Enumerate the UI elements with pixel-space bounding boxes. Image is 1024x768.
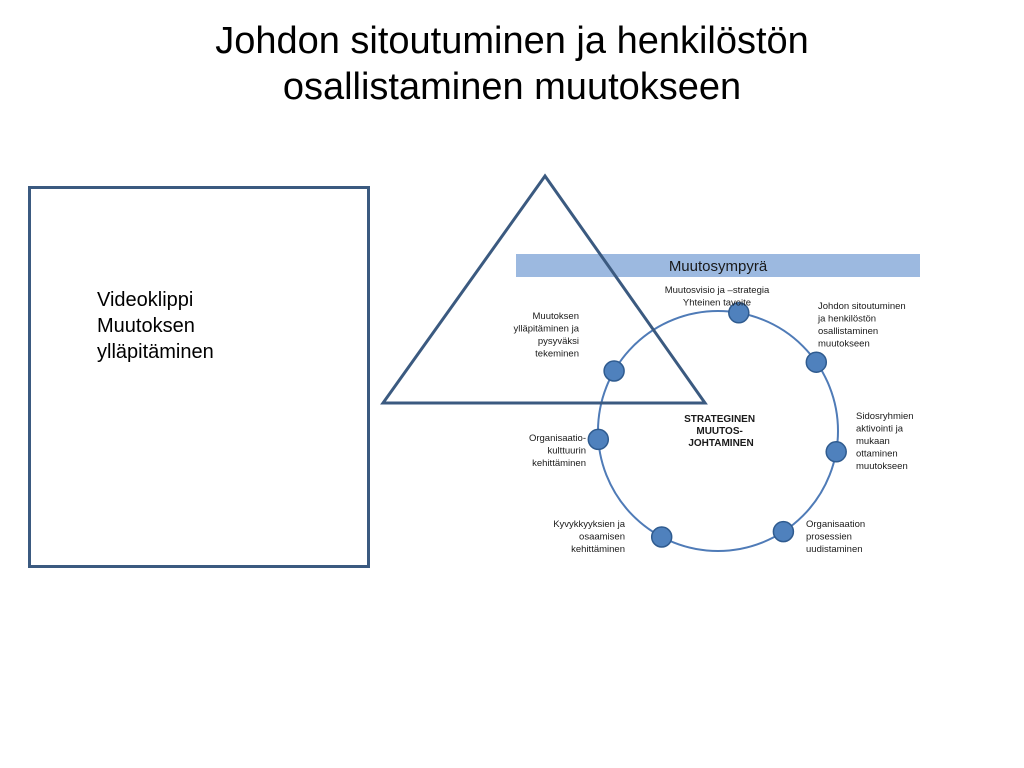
video-clip-placeholder[interactable]: Videoklippi Muutoksen ylläpitäminen [28, 186, 370, 568]
node-2-label-line-2: ja henkilöstön [817, 314, 876, 325]
diagram-node-5 [650, 526, 673, 548]
video-clip-caption: Videoklippi Muutoksen ylläpitäminen [97, 287, 214, 365]
highlight-triangle [380, 173, 708, 405]
center-label-line-1: STRATEGINEN [684, 414, 755, 425]
center-label-line-2: MUUTOS- [696, 426, 742, 437]
node-4-label-line-3: uudistaminen [806, 544, 863, 555]
diagram-node-6 [587, 428, 610, 451]
page-title: Johdon sitoutuminen ja henkilöstön osall… [0, 18, 1024, 110]
diagram-node-1 [728, 302, 750, 324]
diagram-node-7 [603, 360, 625, 382]
node-5-label-line-3: kehittäminen [571, 544, 625, 555]
node-3-label-line-2: aktivointi ja [856, 424, 904, 435]
node-2-label-line-1: Johdon sitoutuminen [818, 301, 906, 312]
node-7-label-line-2: ylläpitäminen ja [514, 324, 580, 335]
node-7-label-line-4: tekeminen [535, 349, 579, 360]
node-5-label-line-1: Kyvykkyyksien ja [553, 519, 626, 530]
node-1-label-line-2: Yhteinen tavoite [683, 298, 751, 309]
diagram-node-2 [805, 351, 828, 373]
node-3-label-line-1: Sidosryhmien [856, 411, 914, 422]
node-3-label-line-3: mukaan [856, 436, 890, 447]
diagram-center-label: STRATEGINEN MUUTOS- JOHTAMINEN [684, 414, 758, 449]
node-3-label-line-5: muutokseen [856, 461, 908, 472]
diagram-header-title: Muutosympyrä [669, 258, 768, 275]
node-7-label-line-1: Muutoksen [533, 311, 579, 322]
node-2-label-line-4: muutokseen [818, 339, 870, 350]
node-1-label-line-1: Muutosvisio ja –strategia [665, 285, 770, 296]
video-caption-line-3: ylläpitäminen [97, 341, 214, 363]
node-4-label-line-1: Organisaation [806, 519, 865, 530]
diagram-node-3 [825, 441, 847, 463]
node-7-label-line-3: pysyväksi [538, 336, 579, 347]
video-caption-line-1: Videoklippi [97, 289, 194, 311]
node-3-label-line-4: ottaminen [856, 449, 898, 460]
node-5-label-line-2: osaamisen [579, 532, 625, 543]
page-title-line-2: osallistaminen muutokseen [282, 66, 742, 108]
node-6-label-line-1: Organisaatio- [529, 433, 586, 444]
video-caption-line-2: Muutoksen [97, 315, 195, 337]
page-title-line-1: Johdon sitoutuminen ja henkilöstön [215, 20, 809, 62]
diagram-header-bar [516, 254, 920, 277]
diagram-node-4 [772, 520, 795, 543]
center-label-line-3: JOHTAMINEN [688, 438, 753, 449]
node-6-label-line-3: kehittäminen [532, 458, 586, 469]
node-6-label-line-2: kulttuurin [547, 446, 586, 457]
node-4-label-line-2: prosessien [806, 532, 852, 543]
node-2-label-line-3: osallistaminen [818, 326, 878, 337]
